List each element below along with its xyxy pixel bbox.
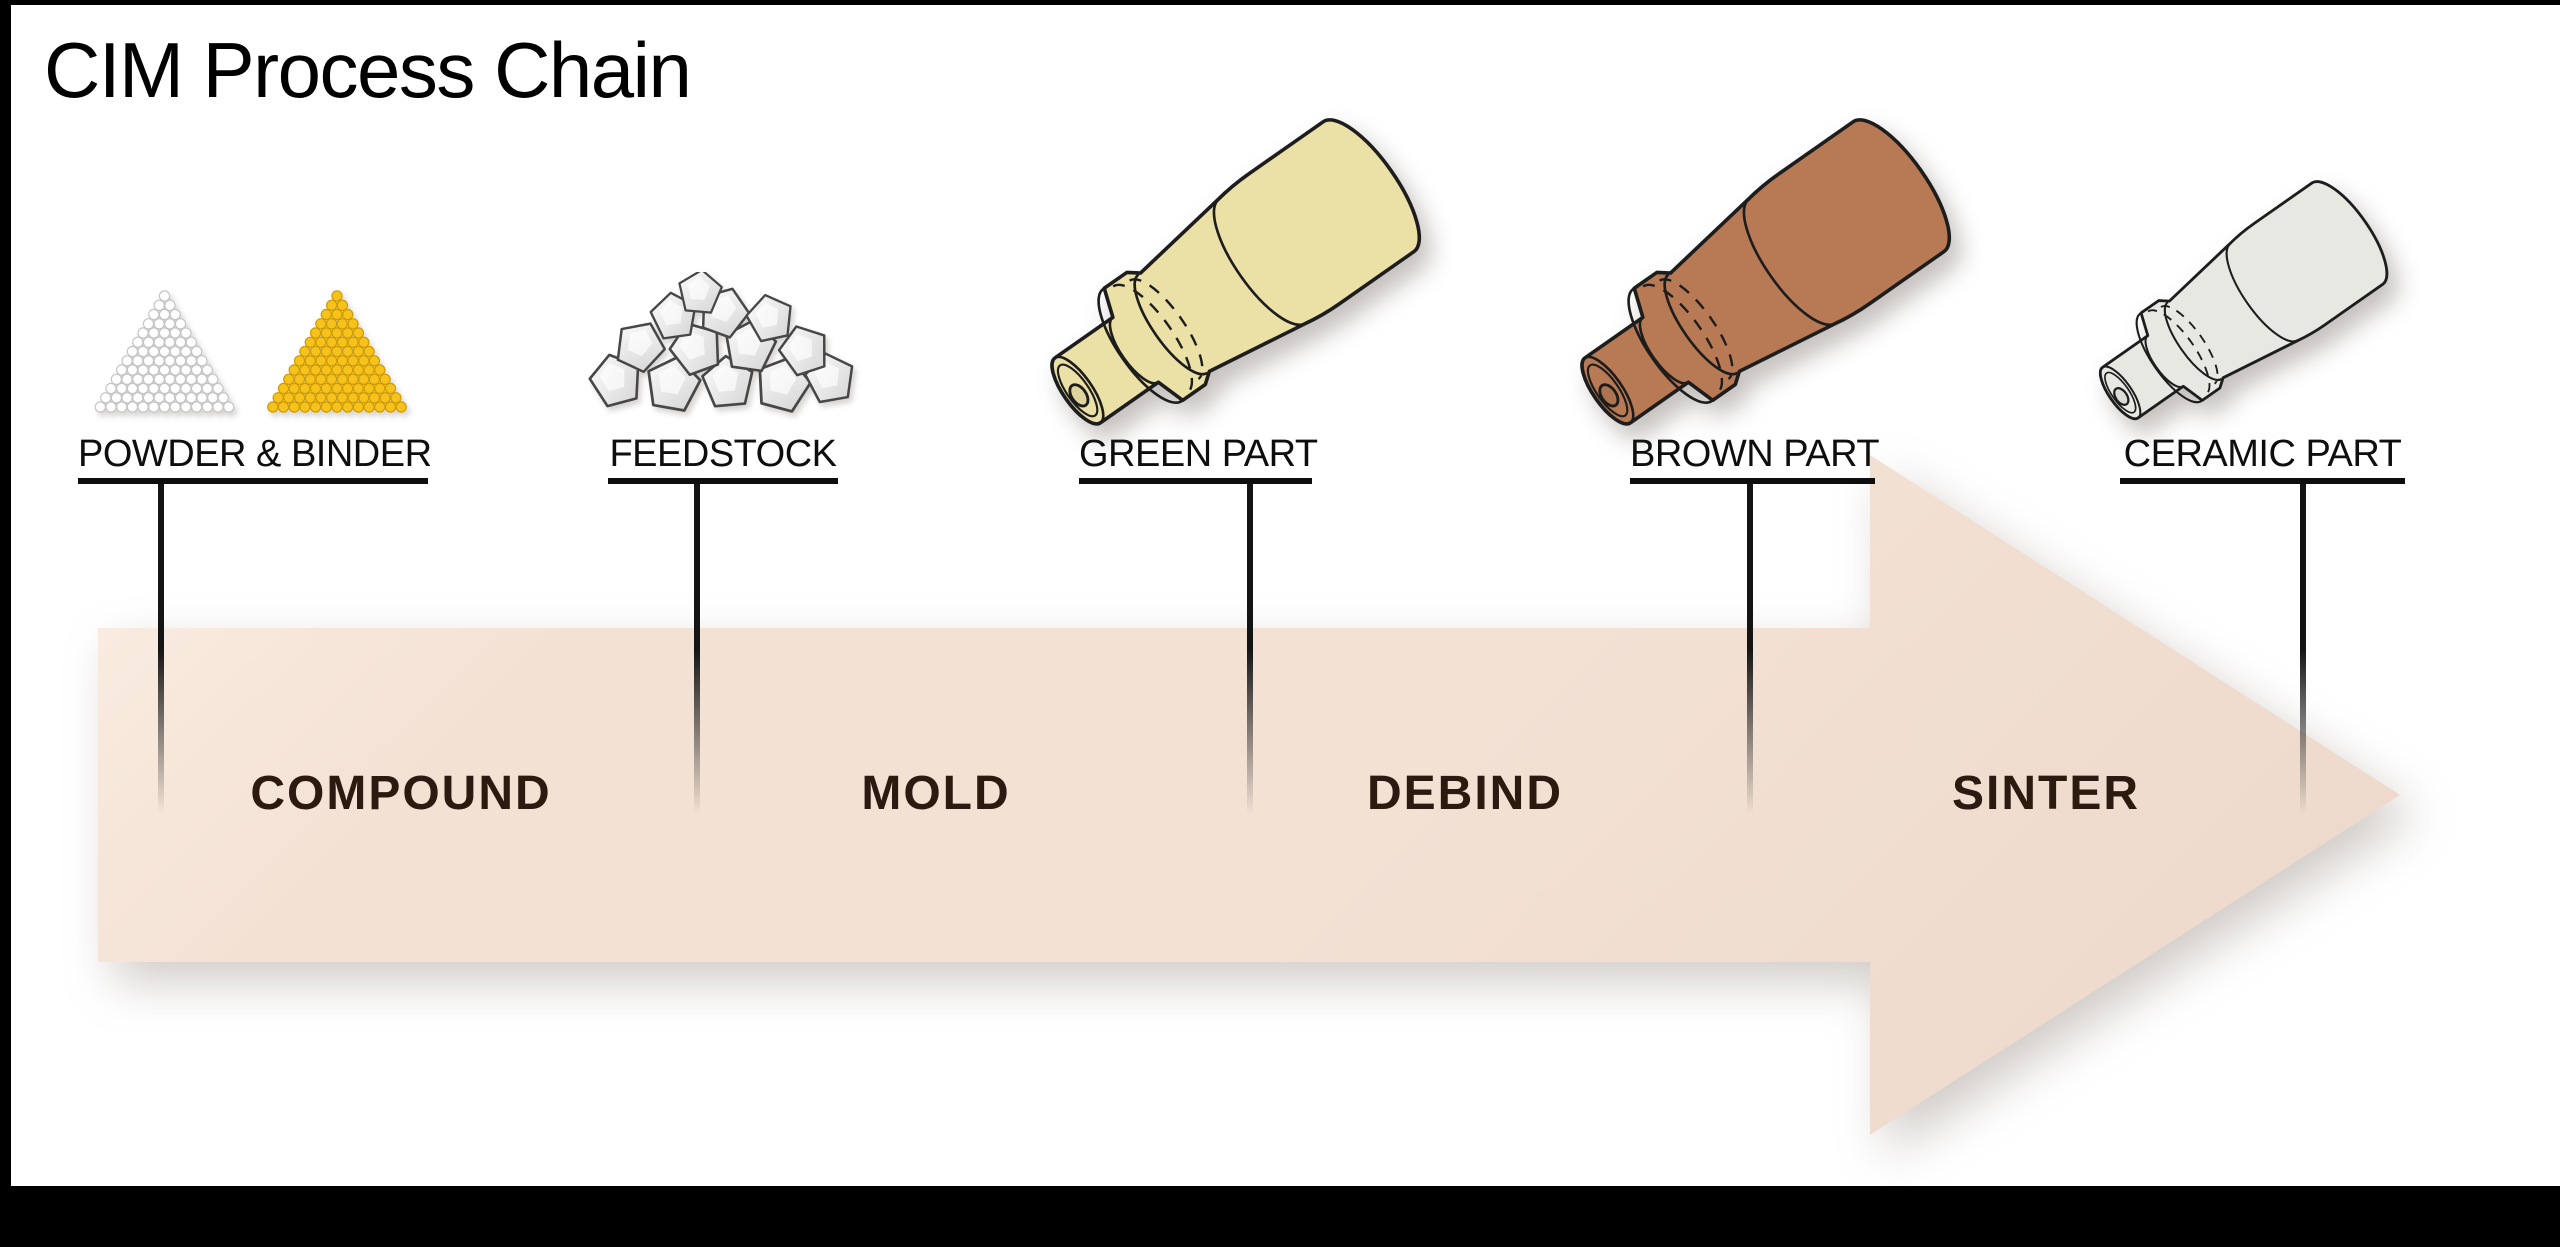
top-border — [0, 0, 2560, 5]
step-label-sinter: SINTER — [1951, 767, 2141, 820]
binder-triangle — [267, 290, 407, 413]
stage-underline-powder-binder — [78, 478, 428, 484]
stage-underline-feedstock — [608, 478, 838, 484]
stage-label-ceramic-part: CERAMIC PART — [2123, 433, 2402, 475]
page-title: CIM Process Chain — [44, 26, 692, 114]
stage-underline-green-part — [1079, 478, 1312, 484]
connector-line-brown-part — [1747, 484, 1753, 814]
stage-underline-ceramic-part — [2120, 478, 2405, 484]
stage-label-green-part: GREEN PART — [1079, 433, 1318, 475]
bottom-border — [0, 1186, 2560, 1247]
connector-line-green-part — [1247, 484, 1253, 814]
ceramic-part-nozzle-icon — [2074, 169, 2402, 447]
step-label-mold: MOLD — [861, 767, 1011, 820]
stage-label-brown-part: BROWN PART — [1630, 433, 1880, 475]
connector-line-ceramic-part — [2300, 484, 2306, 814]
feedstock-pellets-icon — [583, 272, 859, 416]
stage-label-feedstock: FEEDSTOCK — [609, 433, 837, 475]
stage-underline-brown-part — [1630, 478, 1875, 484]
stage-label-powder-binder: POWDER & BINDER — [78, 433, 432, 475]
green-part-nozzle-icon — [1018, 104, 1439, 460]
powder-triangle — [94, 290, 235, 413]
brown-part-nozzle-icon — [1548, 104, 1969, 460]
powder-binder-triangles-icon — [94, 290, 407, 413]
connector-line-feedstock — [694, 484, 700, 814]
connector-line-powder-binder — [158, 484, 164, 814]
step-label-compound: COMPOUND — [250, 767, 552, 820]
left-border — [0, 0, 11, 1247]
pellet-pile — [583, 272, 859, 416]
step-label-debind: DEBIND — [1366, 767, 1564, 820]
